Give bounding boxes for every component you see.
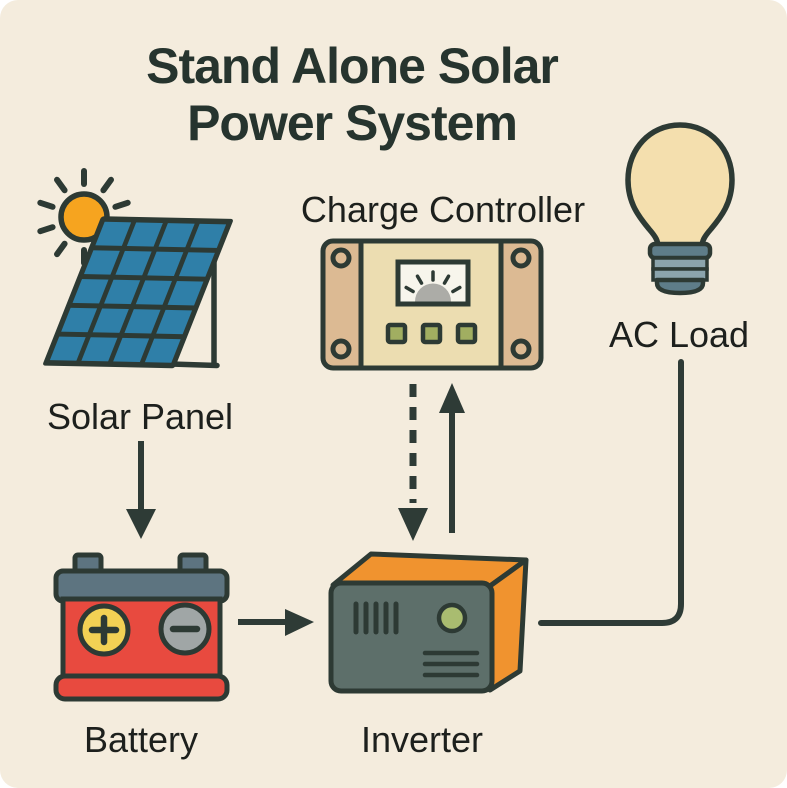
battery-minus-terminal	[158, 602, 212, 656]
controller-gauge	[395, 259, 471, 307]
arrow-battery-to-inverter	[238, 609, 314, 636]
panel-stand	[168, 256, 220, 369]
arrow-charge-controller-to-inverter-dashed	[398, 384, 428, 541]
charge-controller-icon	[320, 238, 544, 371]
controller-screws	[330, 247, 532, 360]
controller-buttons	[385, 322, 478, 345]
battery-label: Battery	[83, 719, 199, 760]
inverter-vents	[353, 601, 399, 635]
arrow-solar-panel-to-battery	[126, 441, 156, 539]
battery-icon	[53, 552, 230, 702]
inverter-grille	[422, 650, 480, 678]
page-title: Stand Alone Solar Power System	[2, 38, 702, 152]
light-bulb-icon	[625, 122, 735, 296]
arrow-inverter-to-charge-controller	[439, 383, 465, 533]
charge-controller-label: Charge Controller	[300, 189, 586, 230]
page-title-line1: Stand Alone Solar	[146, 38, 559, 94]
ac-load-label: AC Load	[608, 314, 750, 355]
solar-panel-label: Solar Panel	[46, 396, 234, 437]
solar-panel-icon	[43, 216, 233, 369]
inverter-label: Inverter	[360, 719, 484, 760]
inverter-led	[436, 602, 468, 634]
inverter-icon	[328, 551, 529, 694]
wire-inverter-to-ac-load	[538, 359, 684, 626]
page-title-line2: Power System	[187, 95, 518, 151]
battery-plus-terminal	[77, 603, 131, 657]
